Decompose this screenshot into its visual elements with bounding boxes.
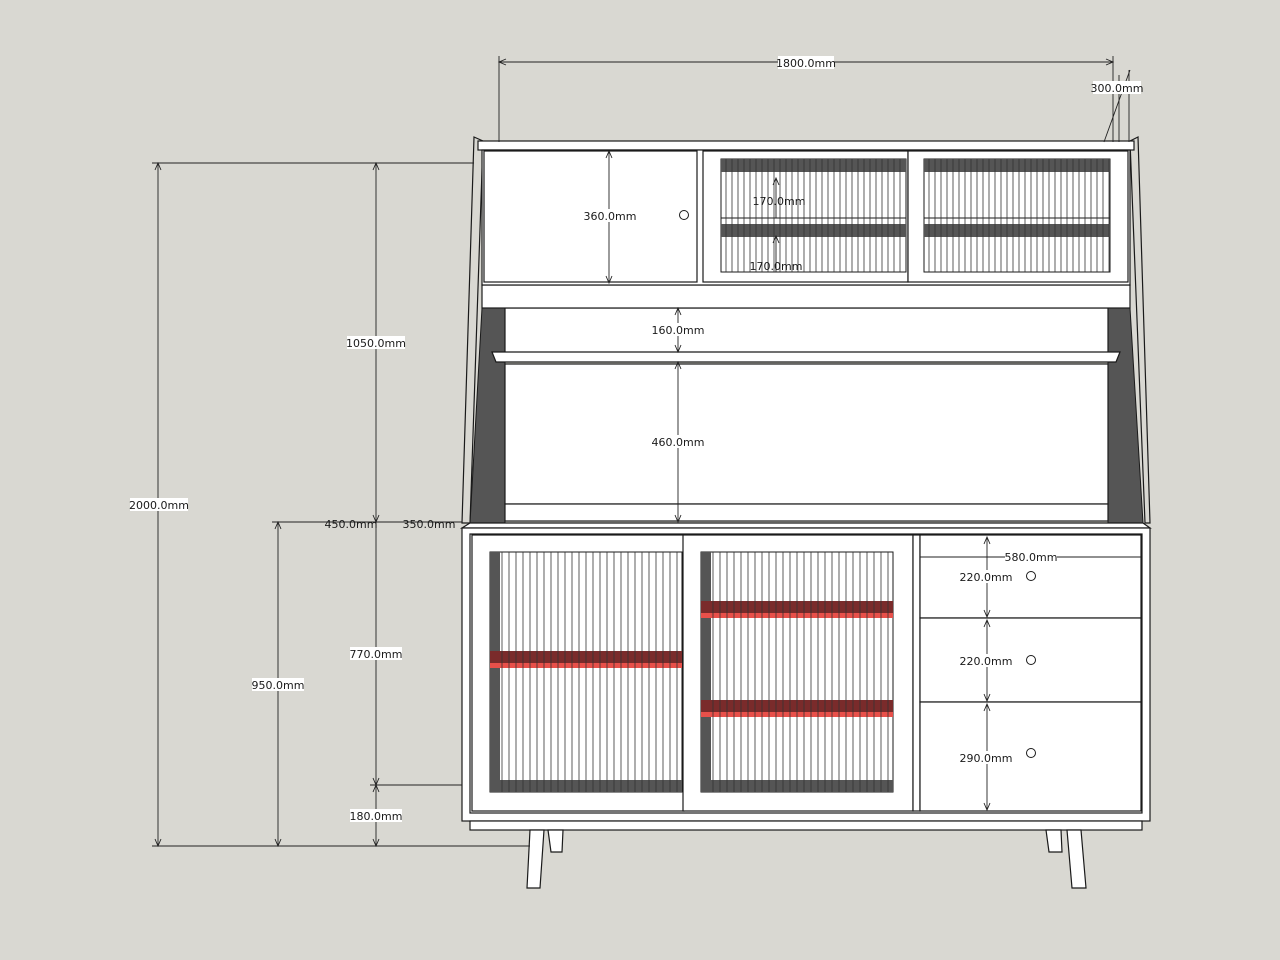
glass-top-band bbox=[924, 159, 1110, 172]
glass-top-band bbox=[721, 159, 906, 172]
dim-base-height: 950.0mm bbox=[252, 679, 305, 692]
glass-door-right-slats bbox=[923, 158, 1111, 273]
crown-board bbox=[477, 140, 1135, 151]
dim-depth: 300.0mm bbox=[1091, 82, 1144, 95]
leg-back-left bbox=[547, 829, 564, 853]
compartment-side bbox=[490, 552, 500, 792]
glass-shelf-band bbox=[721, 224, 906, 237]
right-compartment-interior bbox=[700, 551, 894, 793]
dim-body-height: 770.0mm bbox=[350, 648, 403, 661]
back-panel-top bbox=[504, 307, 1109, 355]
back-panel-bottom bbox=[504, 503, 1109, 522]
drawer-3-knob bbox=[1026, 748, 1036, 758]
left-compartment-interior bbox=[489, 551, 683, 793]
dim-glass-lower: 170.0mm bbox=[750, 260, 803, 273]
drawer-divider bbox=[912, 534, 921, 812]
plinth bbox=[469, 820, 1143, 831]
base-cabinet bbox=[459, 522, 1152, 889]
dim-leg-height: 180.0mm bbox=[350, 810, 403, 823]
leg-front-left bbox=[526, 829, 545, 889]
glass-door-left-slats bbox=[720, 158, 907, 273]
drawer-1-knob bbox=[1026, 571, 1036, 581]
glass-shelf-band bbox=[924, 224, 1110, 237]
dim-top-cabinet: 360.0mm bbox=[584, 210, 637, 223]
upper-hutch bbox=[461, 136, 1151, 524]
right-side-panel bbox=[1129, 136, 1151, 524]
cabinet-bottom-rail bbox=[481, 284, 1131, 309]
back-panel-middle bbox=[504, 363, 1109, 505]
dim-base-depth-a: 450.0mm bbox=[325, 518, 378, 531]
leg-front-right bbox=[1066, 829, 1087, 889]
dim-drawer-3: 290.0mm bbox=[960, 752, 1013, 765]
dim-overall-width: 1800.0mm bbox=[776, 57, 836, 70]
dim-open-shelf: 460.0mm bbox=[652, 436, 705, 449]
leg-back-right bbox=[1045, 829, 1063, 853]
glass-pane bbox=[720, 158, 907, 273]
dimension-labels: 1800.0mm 300.0mm 2000.0mm 1050.0mm 360.0… bbox=[129, 56, 1143, 823]
drawer-2-knob bbox=[1026, 655, 1036, 665]
dim-drawer-width: 580.0mm bbox=[1005, 551, 1058, 564]
dim-upper-height: 1050.0mm bbox=[346, 337, 406, 350]
base-top bbox=[459, 522, 1152, 529]
dim-overall-height: 2000.0mm bbox=[129, 499, 189, 512]
glass-pane bbox=[923, 158, 1111, 273]
dim-glass-upper: 170.0mm bbox=[753, 195, 806, 208]
dim-open-gap: 160.0mm bbox=[652, 324, 705, 337]
door-knob bbox=[679, 210, 689, 220]
dim-drawer-1: 220.0mm bbox=[960, 571, 1013, 584]
open-shelf bbox=[491, 351, 1121, 363]
dim-base-depth-b: 350.0mm bbox=[403, 518, 456, 531]
compartment-side bbox=[701, 552, 711, 792]
dim-drawer-2: 220.0mm bbox=[960, 655, 1013, 668]
left-upright bbox=[469, 307, 506, 524]
